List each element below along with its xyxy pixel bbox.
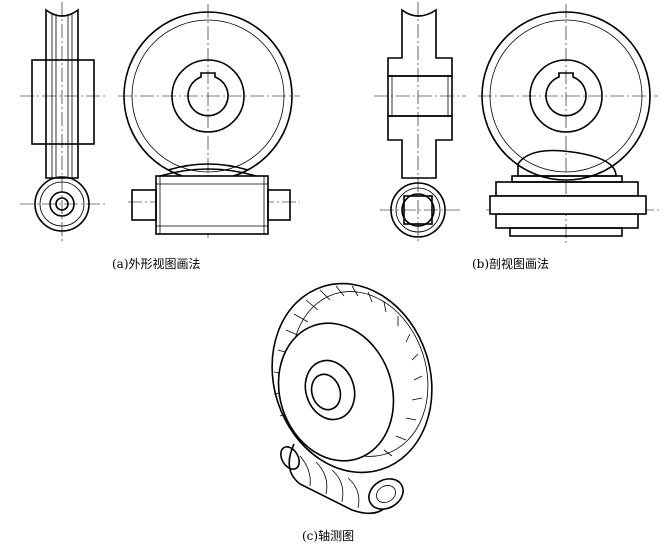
worm-gear-isometric-icon bbox=[271, 282, 433, 515]
caption-section-view: (b)剖视图画法 bbox=[472, 257, 550, 271]
worm-gear-side-view-icon bbox=[20, 2, 106, 244]
worm-gear-section-front-icon bbox=[478, 4, 660, 244]
caption-external-view: (a)外形视图画法 bbox=[112, 257, 201, 271]
worm-gear-section-side-icon bbox=[374, 2, 466, 244]
caption-isometric-view: (c)轴测图 bbox=[302, 529, 355, 543]
worm-gear-front-view-icon bbox=[118, 4, 300, 240]
